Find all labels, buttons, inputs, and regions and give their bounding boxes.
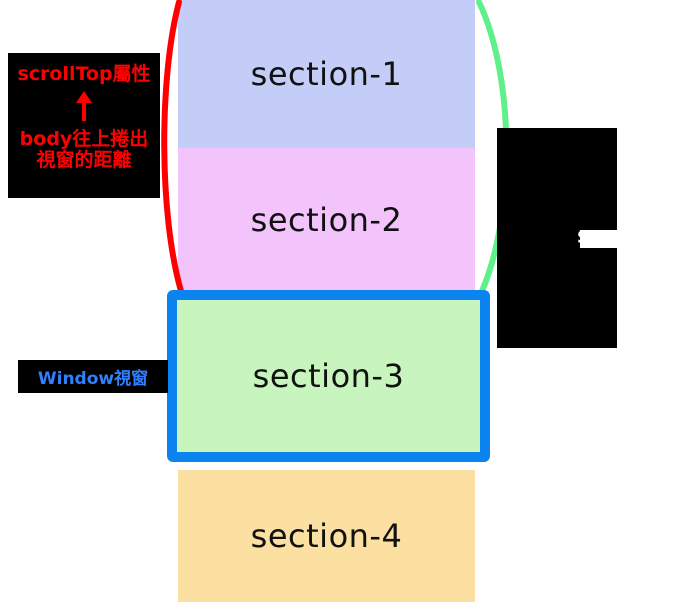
scrolltop-desc-line-2: 視窗的距離 (36, 148, 132, 171)
section-2-block: section-2 (178, 148, 475, 292)
scrolltop-title: scrollTop屬性 (17, 63, 151, 85)
up-arrow-icon (76, 90, 92, 121)
section-4-block: section-4 (178, 470, 475, 602)
section-3-block: section-3 (167, 290, 490, 462)
window-annotation-label: Window視窗 (37, 369, 149, 389)
scrolltop-annotation: scrollTop屬性 body往上捲出 視窗的距離 (8, 53, 160, 198)
section-1-label: section-1 (250, 55, 403, 93)
section-3-label: section-3 (252, 357, 405, 395)
section-1-block: section-1 (178, 0, 475, 148)
section-2-label: section-2 (250, 201, 403, 239)
section-4-label: section-4 (250, 517, 403, 555)
window-annotation: Window視窗 (18, 360, 168, 393)
right-annotation-occluder (580, 230, 660, 248)
scrolltop-desc-line-1: body往上捲出 (19, 127, 149, 150)
